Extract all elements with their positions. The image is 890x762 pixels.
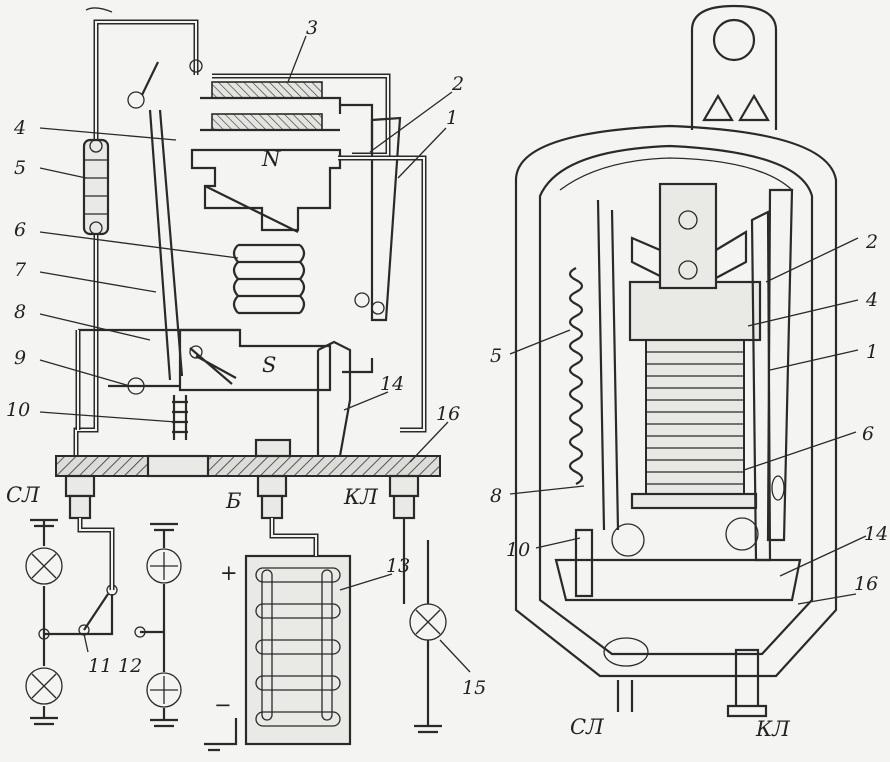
right-callout-10: 10 <box>506 539 530 561</box>
callout-7: 7 <box>14 259 27 281</box>
right-callout-14: 14 <box>864 523 888 545</box>
lamp-circuit-left <box>25 518 118 726</box>
resistor-5 <box>82 138 110 236</box>
callout-13: 13 <box>386 555 410 577</box>
right-callout-2: 2 <box>865 231 878 253</box>
callout-1: 1 <box>446 107 458 129</box>
terminal-b-label: Б <box>225 489 241 513</box>
callout-16: 16 <box>436 403 460 425</box>
adjust-screw-10 <box>172 395 188 440</box>
spring-6 <box>238 243 300 315</box>
lamp-15 <box>402 518 447 734</box>
callout-6: 6 <box>14 219 26 241</box>
coil-3-upper <box>211 81 323 99</box>
insulating-base-16 <box>55 455 441 477</box>
callout-3: 3 <box>306 17 318 39</box>
mounting-eye <box>690 4 778 130</box>
callout-12: 12 <box>118 655 142 677</box>
right-callout-8: 8 <box>490 485 502 507</box>
callout-15: 15 <box>462 677 486 699</box>
callout-5: 5 <box>14 157 26 179</box>
battery-plus-sign: + <box>220 561 238 585</box>
coil-6-cutaway <box>628 280 762 510</box>
callout-11: 11 <box>88 655 112 677</box>
schematic-view: N S <box>6 7 471 752</box>
right-callout-4: 4 <box>865 289 878 311</box>
right-callout-6: 6 <box>862 423 874 445</box>
terminal-b <box>256 474 288 520</box>
terminal-kl <box>388 474 420 520</box>
callout-4: 4 <box>13 117 26 139</box>
right-terminal-sl-label: СЛ <box>570 715 604 739</box>
spring-5-cutaway <box>568 199 620 531</box>
pole-n-label: N <box>261 147 281 171</box>
callout-10: 10 <box>6 399 30 421</box>
base-16-cutaway <box>554 558 802 602</box>
contact-arm-7 <box>141 61 184 381</box>
battery-13 <box>204 518 352 752</box>
right-callout-16: 16 <box>854 573 878 595</box>
left-callout-lines <box>39 35 471 673</box>
lamp-circuit-middle <box>134 522 182 728</box>
housing-outer <box>514 124 838 678</box>
callout-2: 2 <box>451 73 464 95</box>
terminal-kl-label: КЛ <box>343 485 378 509</box>
magnet-yoke <box>190 148 342 232</box>
terminal-sl <box>64 474 96 520</box>
armature-post <box>658 182 718 290</box>
battery-minus-sign: − <box>214 693 232 717</box>
terminal-sl-label: СЛ <box>6 483 40 507</box>
callout-8: 8 <box>14 301 26 323</box>
callout-9: 9 <box>14 347 26 369</box>
pole-s-label: S <box>262 353 276 377</box>
right-callout-1: 1 <box>866 341 878 363</box>
bracket-14 <box>316 340 352 457</box>
right-callout-5: 5 <box>490 345 502 367</box>
spring-blade-1 <box>370 116 402 322</box>
coil-3-lower <box>211 113 323 131</box>
arrow-top <box>85 7 113 13</box>
right-terminal-kl-label: КЛ <box>755 717 790 741</box>
callout-14: 14 <box>380 373 404 395</box>
cutaway-view <box>509 4 867 718</box>
